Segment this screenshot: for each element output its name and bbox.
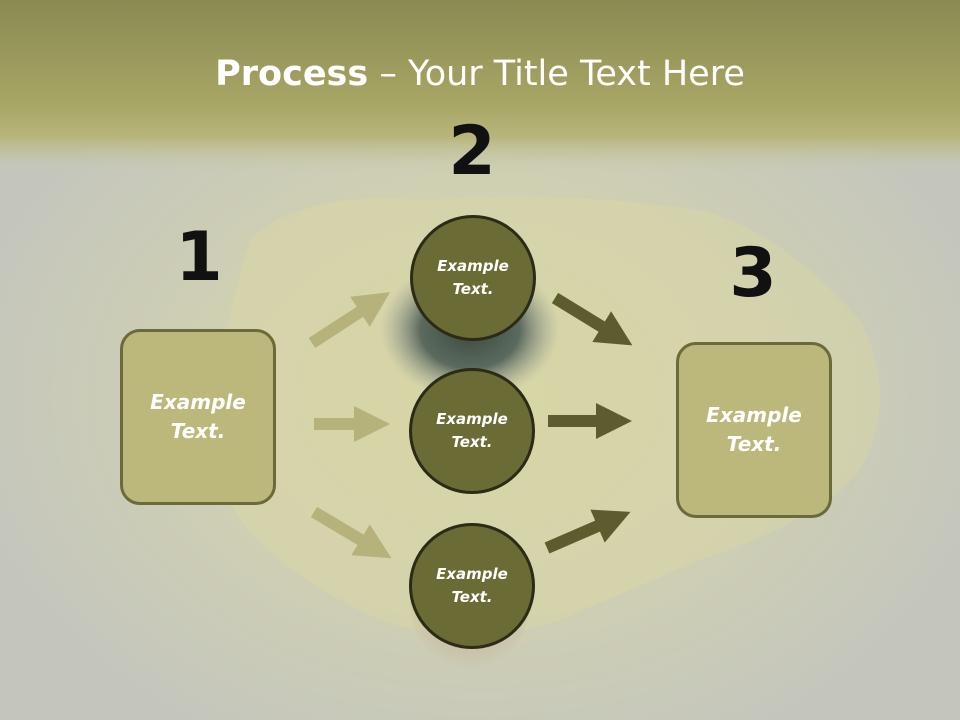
arrow-top-to-step3 — [551, 292, 633, 346]
step-number-3: 3 — [729, 234, 777, 313]
title-bold: Process — [215, 54, 369, 94]
step-3-box: Example Text. — [676, 342, 832, 518]
arrow-step1-to-bottom — [310, 506, 392, 559]
step-2-circle-top: Example Text. — [410, 215, 536, 341]
step-1-box: Example Text. — [120, 329, 276, 505]
step-2-circle-bottom-text: Example Text. — [436, 565, 508, 606]
title-rest: – Your Title Text Here — [368, 54, 745, 94]
step-3-text: Example Text. — [706, 403, 802, 456]
arrow-step1-to-top — [308, 292, 391, 349]
step-2-circle-top-text: Example Text. — [437, 257, 509, 298]
step-number-1: 1 — [175, 218, 223, 297]
slide-title: Process – Your Title Text Here — [0, 52, 960, 96]
step-1-text: Example Text. — [150, 390, 246, 443]
step-2-circle-middle-text: Example Text. — [436, 410, 508, 451]
step-2-circle-bottom: Example Text. — [409, 523, 535, 649]
step-number-2: 2 — [448, 112, 496, 191]
arrow-bottom-to-step3 — [544, 509, 631, 554]
step-2-circle-middle: Example Text. — [409, 368, 535, 494]
